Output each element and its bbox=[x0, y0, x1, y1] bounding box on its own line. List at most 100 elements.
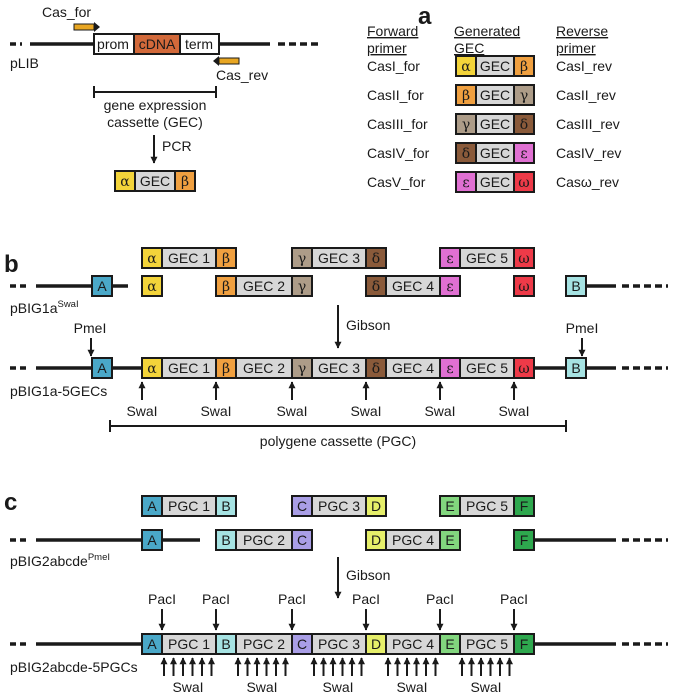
right-overlap-box bbox=[513, 84, 535, 106]
gec-label: GEC bbox=[480, 174, 510, 190]
site-c-box bbox=[291, 529, 313, 551]
site-a-label: A bbox=[97, 360, 107, 376]
epsilon-label: ε bbox=[446, 251, 453, 267]
gec4-fragment: δ GEC 4 ε bbox=[365, 275, 461, 297]
reverse-primer-name: CasI_rev bbox=[556, 58, 612, 74]
header-reverse-2: primer bbox=[556, 40, 596, 56]
site-b-label: B bbox=[221, 636, 230, 652]
gec2-label: GEC 2 bbox=[243, 360, 285, 376]
site-f-box bbox=[513, 529, 535, 551]
pme-right-label: PmeI bbox=[566, 320, 599, 336]
left-overlap-label: γ bbox=[462, 117, 470, 133]
pbig2abcde-label: pBIG2abcdePmeI bbox=[10, 552, 110, 569]
pgc-label: polygene cassette (PGC) bbox=[260, 433, 416, 449]
pgc1-label: PGC 1 bbox=[168, 636, 210, 652]
gamma-label: γ bbox=[298, 361, 306, 377]
panel-c-label: c bbox=[4, 489, 17, 516]
prom-label: prom bbox=[97, 36, 129, 52]
pbig1a-5gecs-label: pBIG1a-5GECs bbox=[10, 383, 107, 399]
panel-b-label: b bbox=[4, 251, 19, 278]
delta-label: δ bbox=[372, 361, 380, 377]
site-a-box bbox=[91, 357, 113, 379]
cas-rev-arrow bbox=[213, 56, 219, 66]
swai-label: SwaI bbox=[200, 403, 231, 419]
cassette-label-line2: cassette (GEC) bbox=[107, 114, 203, 130]
right-overlap-label: δ bbox=[520, 117, 528, 133]
omega-box bbox=[513, 357, 535, 379]
left-overlap-label: δ bbox=[462, 146, 470, 162]
site-d-label: D bbox=[371, 498, 381, 514]
alpha-label: α bbox=[147, 361, 157, 377]
site-c-label: C bbox=[297, 636, 307, 652]
beta-label: β bbox=[222, 251, 230, 267]
epsilon-label: ε bbox=[446, 279, 453, 295]
site-c-label: C bbox=[297, 498, 307, 514]
header-forward-2: primer bbox=[367, 40, 407, 56]
swai-label: SwaI bbox=[172, 679, 203, 695]
gec-fragments-bottom: A α β GEC 2 γ δ GEC 4 ε ω B bbox=[91, 275, 587, 297]
swai-label: SwaI bbox=[424, 403, 455, 419]
omega-label: ω bbox=[518, 251, 529, 267]
site-c-label: C bbox=[297, 532, 307, 548]
delta-label: δ bbox=[372, 279, 380, 295]
panel-b: b α GEC 1 β γ GEC 3 δ bbox=[4, 247, 668, 449]
right-overlap-box bbox=[513, 142, 535, 164]
gec-fragments-top: α GEC 1 β γ GEC 3 δ ε GEC 5 ω bbox=[141, 247, 535, 269]
panel-a-label: a bbox=[418, 3, 432, 30]
site-f-box bbox=[513, 495, 535, 517]
site-f-label: F bbox=[520, 636, 529, 652]
gec4-label: GEC 4 bbox=[392, 278, 434, 294]
swai-label: SwaI bbox=[322, 679, 353, 695]
site-a-label: A bbox=[97, 278, 107, 294]
left-overlap-label: α bbox=[461, 59, 471, 75]
gec3-label: GEC 3 bbox=[318, 250, 360, 266]
site-f-box bbox=[513, 633, 535, 655]
gec-label: GEC bbox=[480, 58, 510, 74]
site-d-box bbox=[365, 495, 387, 517]
forward-primer-name: CasI_for bbox=[367, 58, 420, 74]
swai-label: SwaI bbox=[126, 403, 157, 419]
delta-label: δ bbox=[372, 251, 380, 267]
paci-label: PacI bbox=[278, 591, 306, 607]
pgc3-label: PGC 3 bbox=[318, 636, 360, 652]
swai-label: SwaI bbox=[396, 679, 427, 695]
pgc2-label: PGC 2 bbox=[243, 532, 285, 548]
paci-label: PacI bbox=[202, 591, 230, 607]
site-d-label: D bbox=[371, 636, 381, 652]
gec1-label: GEC 1 bbox=[168, 250, 210, 266]
cas-for-arrow bbox=[94, 22, 100, 32]
right-overlap-box bbox=[513, 113, 535, 135]
site-a-label: A bbox=[147, 636, 157, 652]
site-b-label: B bbox=[221, 532, 230, 548]
right-overlap-label: ε bbox=[520, 146, 527, 162]
pgc2-label: PGC 2 bbox=[243, 636, 285, 652]
site-b-box bbox=[565, 357, 587, 379]
paci-label: PacI bbox=[426, 591, 454, 607]
cassette-label-line1: gene expression bbox=[104, 97, 207, 113]
primer-table: Forward primer Generated GEC Reverse pri… bbox=[367, 23, 621, 193]
left-overlap-label: β bbox=[462, 88, 470, 104]
pgc-bracket bbox=[109, 420, 567, 432]
swai-label: SwaI bbox=[470, 679, 501, 695]
beta-box bbox=[174, 170, 196, 192]
pgc5-label: PGC 5 bbox=[466, 636, 508, 652]
beta-label: β bbox=[222, 361, 230, 377]
site-e-label: E bbox=[445, 532, 454, 548]
panel-a: a Cas_for prom cDNA term Cas_rev pLIB ge… bbox=[10, 3, 621, 193]
gec3-fragment: γ GEC 3 δ bbox=[291, 247, 387, 269]
cdna-box bbox=[133, 33, 181, 55]
pme-left-label: PmeI bbox=[74, 320, 107, 336]
gec1-label: GEC 1 bbox=[168, 360, 210, 376]
site-f-label: F bbox=[520, 532, 529, 548]
gibson-label-b: Gibson bbox=[346, 317, 390, 333]
pcr-label: PCR bbox=[162, 138, 192, 154]
site-a-box bbox=[141, 529, 163, 551]
